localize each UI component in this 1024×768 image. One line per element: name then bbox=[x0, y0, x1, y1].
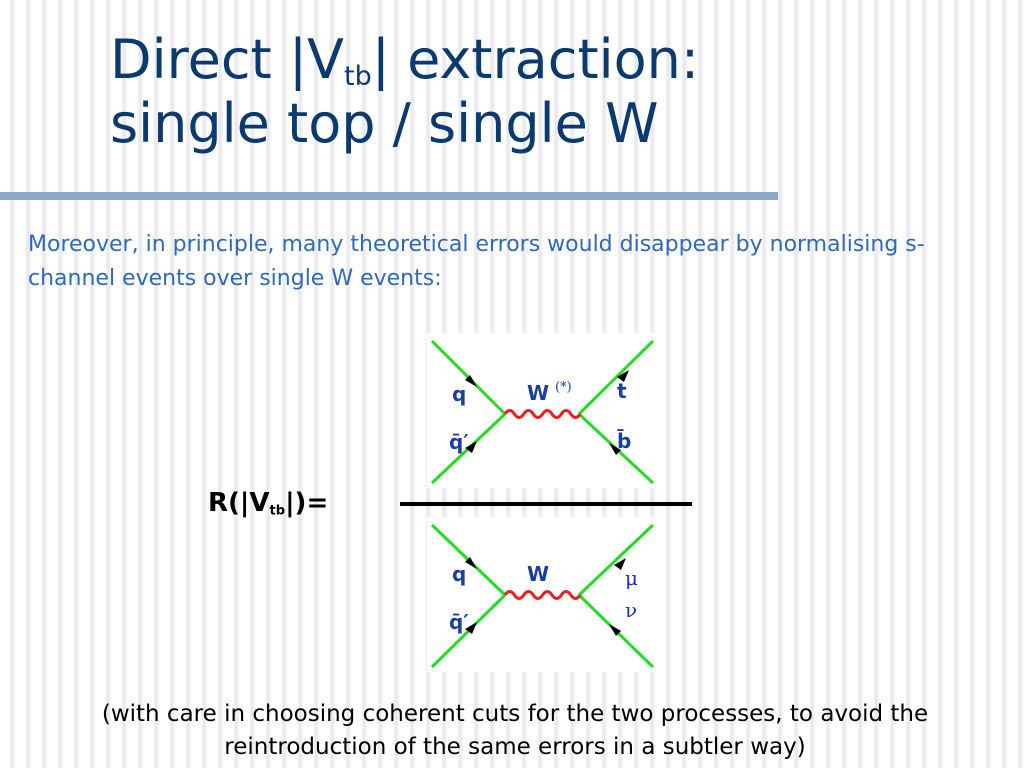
footnote-text: (with care in choosing coherent cuts for… bbox=[101, 701, 929, 760]
title-underline-rule bbox=[0, 192, 778, 200]
outgoing-mu-line bbox=[577, 523, 655, 597]
slide-title: Direct |Vtb| extraction:single top / sin… bbox=[110, 28, 700, 155]
ratio-label: R(|Vtb|)= bbox=[208, 488, 329, 519]
arrow-icon bbox=[465, 375, 477, 387]
arrow-icon bbox=[465, 441, 477, 453]
outgoing-t-line bbox=[577, 339, 655, 416]
arrow-icon bbox=[609, 624, 621, 636]
label-q: q bbox=[452, 562, 466, 586]
arrow-icon bbox=[614, 558, 626, 570]
label-w-star: (*) bbox=[555, 380, 572, 395]
label-mu: μ bbox=[625, 566, 638, 590]
arrow-icon bbox=[465, 557, 477, 569]
label-w-boson: W bbox=[527, 381, 549, 405]
arrow-icon bbox=[465, 622, 477, 634]
w-boson-propagator bbox=[503, 409, 582, 419]
intro-text: Moreover, in principle, many theoretical… bbox=[28, 232, 925, 291]
fraction-bar bbox=[400, 502, 692, 506]
label-bbar: b̄ bbox=[617, 429, 632, 453]
label-w-boson: W bbox=[527, 562, 549, 586]
label-t: t bbox=[617, 379, 627, 403]
s-channel-feynman-diagram: q q̄′ W (*) t b̄ bbox=[427, 333, 659, 488]
label-qbar-prime: q̄′ bbox=[449, 610, 469, 634]
label-qbar-prime: q̄′ bbox=[449, 430, 469, 454]
label-nu: ν bbox=[625, 598, 637, 622]
single-w-feynman-diagram: q q̄′ W μ ν bbox=[427, 517, 659, 672]
arrow-icon bbox=[617, 370, 629, 382]
arrow-icon bbox=[609, 443, 621, 455]
label-q: q bbox=[452, 382, 466, 406]
w-boson-propagator bbox=[503, 590, 582, 600]
